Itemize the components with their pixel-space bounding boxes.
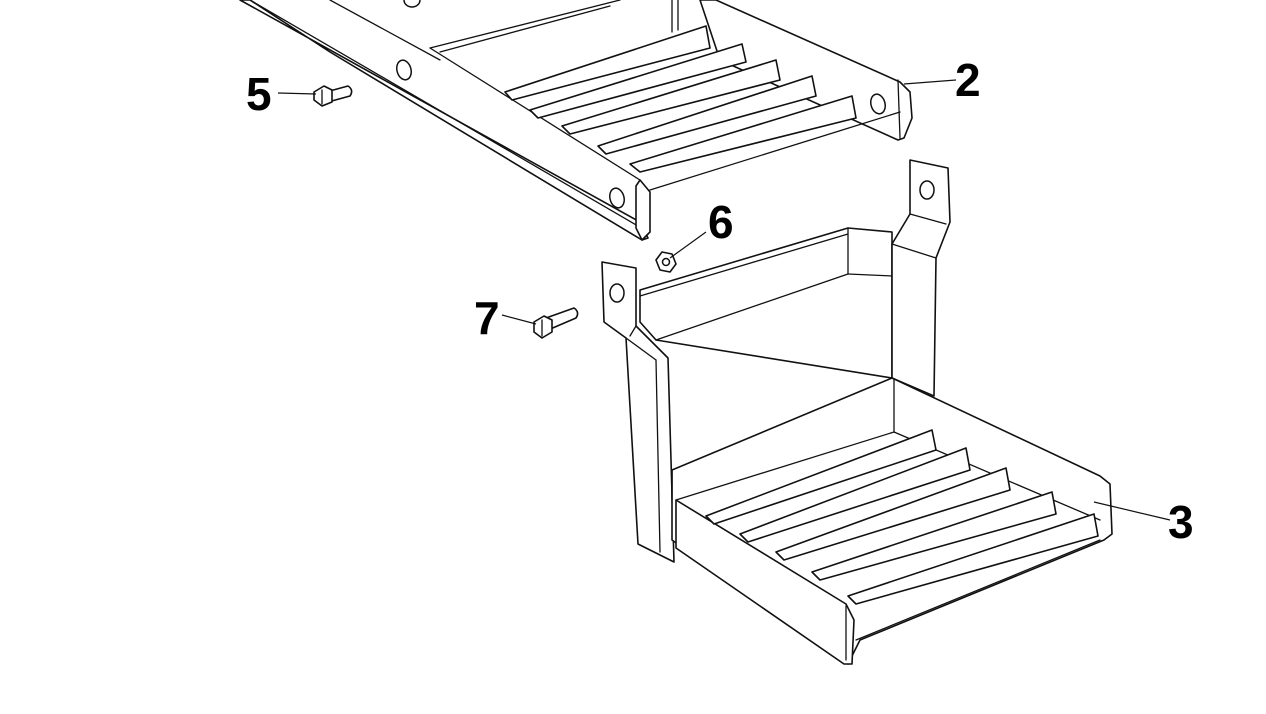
callout-5: 5 xyxy=(246,68,272,120)
bolt-7 xyxy=(533,307,579,339)
leader-line-3 xyxy=(1093,501,1171,521)
callout-2: 2 xyxy=(955,54,981,106)
upper-ladder-section xyxy=(239,0,913,241)
callout-7: 7 xyxy=(474,292,500,344)
bolt-5 xyxy=(313,85,353,107)
nut-6 xyxy=(655,251,677,273)
leader-line-5 xyxy=(277,92,317,95)
lower-step-assembly xyxy=(601,159,1113,665)
leader-line-7 xyxy=(501,314,537,325)
leader-line-6 xyxy=(669,231,707,259)
leader-line-2 xyxy=(903,79,957,85)
callout-3: 3 xyxy=(1168,496,1194,548)
callout-6: 6 xyxy=(708,196,734,248)
